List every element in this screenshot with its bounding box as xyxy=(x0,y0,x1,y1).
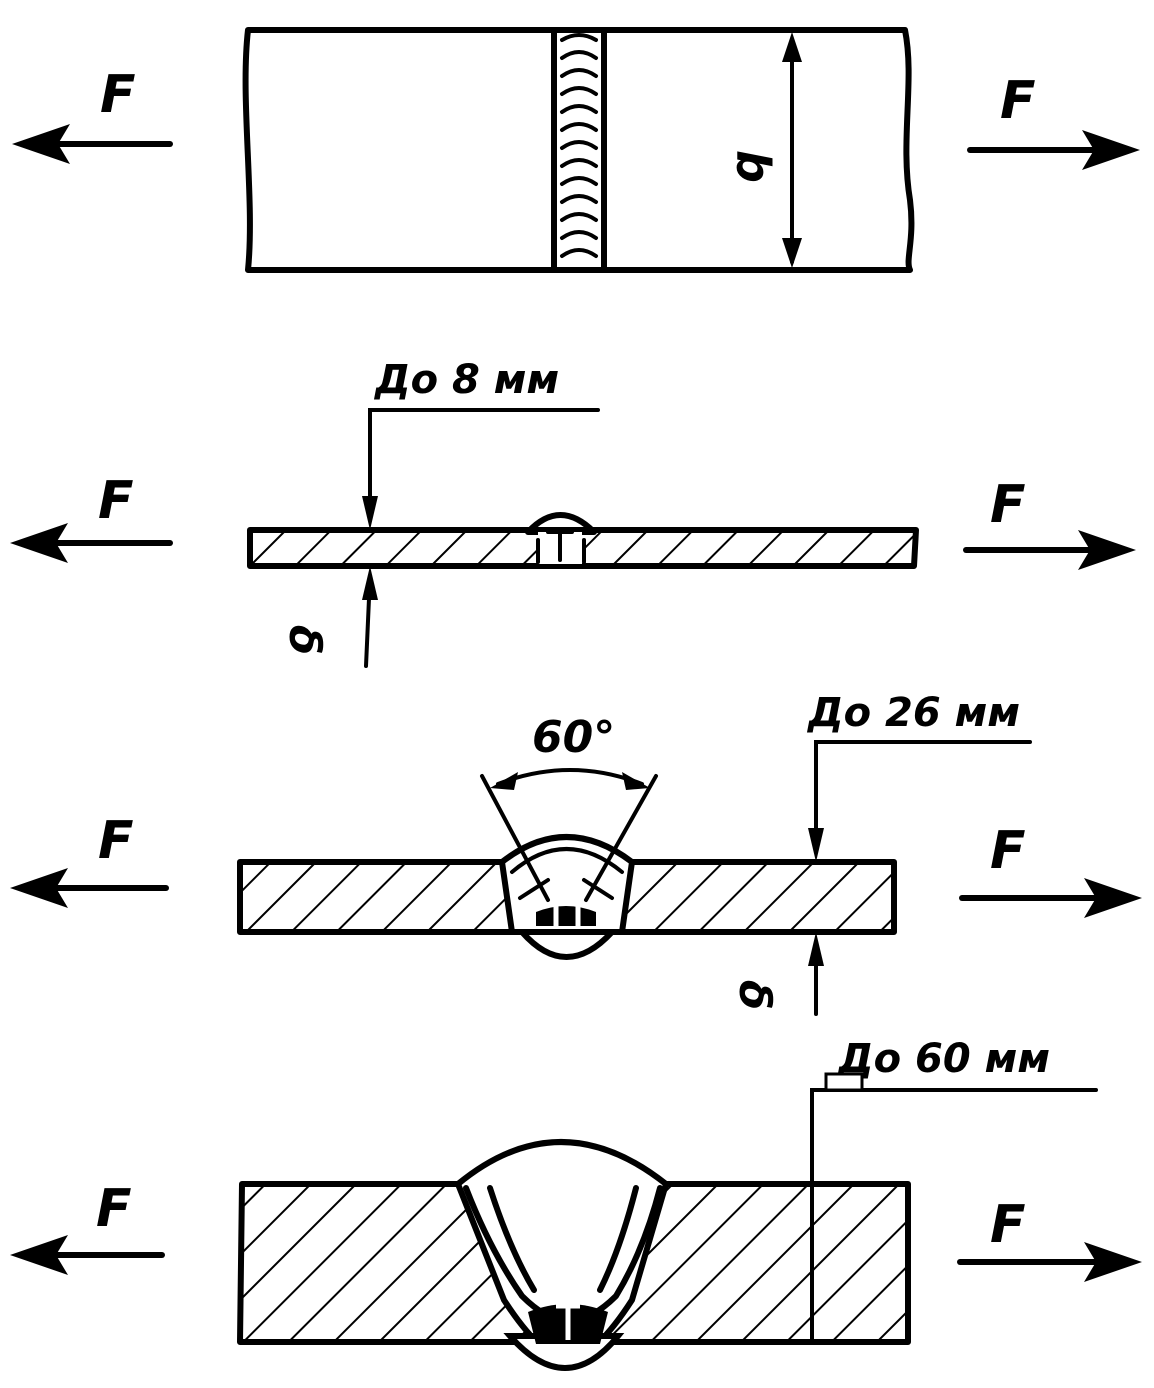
arrow-left-icon xyxy=(10,868,68,908)
width-label: b xyxy=(726,150,780,183)
arrow-right-icon xyxy=(1078,530,1136,570)
arrow-right-icon xyxy=(1084,878,1142,918)
arrow-left-icon xyxy=(10,523,68,563)
force-label-left-3: F xyxy=(98,811,134,871)
dimension-tab xyxy=(824,1072,864,1092)
force-label-left-4: F xyxy=(96,1179,132,1239)
thickness-label-1: δ xyxy=(279,625,330,655)
force-label-left-1: F xyxy=(100,65,136,125)
leader-line-2 xyxy=(814,740,1032,852)
panel-v-groove-weld: 60° До 26 мм δ F F xyxy=(10,690,1142,1016)
angle-arc xyxy=(496,768,644,786)
leader-line-3 xyxy=(810,1088,1098,1344)
force-label-left-2: F xyxy=(98,471,134,531)
force-label-right-1: F xyxy=(1000,71,1036,131)
weld-root-thin xyxy=(546,530,574,562)
panel-u-groove-weld: До 60 мм F F xyxy=(10,1036,1142,1371)
dim-arrow-down-icon xyxy=(808,828,824,862)
weld-cap-thin xyxy=(525,512,597,535)
panel-butt-weld-thin: До 8 мм δ F F xyxy=(10,357,1136,668)
angle-arrow-right-icon xyxy=(622,772,650,790)
dim-arrow-down-icon xyxy=(362,496,378,530)
width-arrow-down-icon xyxy=(782,238,802,268)
thickness-limit-label-1: До 8 мм xyxy=(373,357,559,403)
thickness-limit-label-2: До 26 мм xyxy=(806,690,1020,736)
thickness-label-2: δ xyxy=(729,980,780,1010)
plate-top-view xyxy=(242,27,915,273)
arrow-right-icon xyxy=(1084,1242,1142,1282)
weld-bead-ripples xyxy=(560,33,598,258)
width-arrow-up-icon xyxy=(782,32,802,62)
arrow-right-icon xyxy=(1082,130,1140,170)
force-label-right-2: F xyxy=(990,475,1026,535)
arrow-left-icon xyxy=(10,1235,68,1275)
arrow-left-icon xyxy=(12,124,70,164)
angle-label: 60° xyxy=(532,712,615,763)
weld-root-reinforcement-v xyxy=(515,929,619,960)
leader-line-1 xyxy=(368,408,600,522)
dim-arrow-up-icon xyxy=(362,566,378,600)
force-label-right-3: F xyxy=(990,821,1026,881)
dim-arrow-up-icon xyxy=(808,932,824,966)
thickness-limit-label-3: До 60 мм xyxy=(836,1036,1050,1082)
force-label-right-4: F xyxy=(990,1195,1026,1255)
angle-arrow-left-icon xyxy=(490,772,518,790)
panel-top-view: b F F xyxy=(12,27,1140,273)
